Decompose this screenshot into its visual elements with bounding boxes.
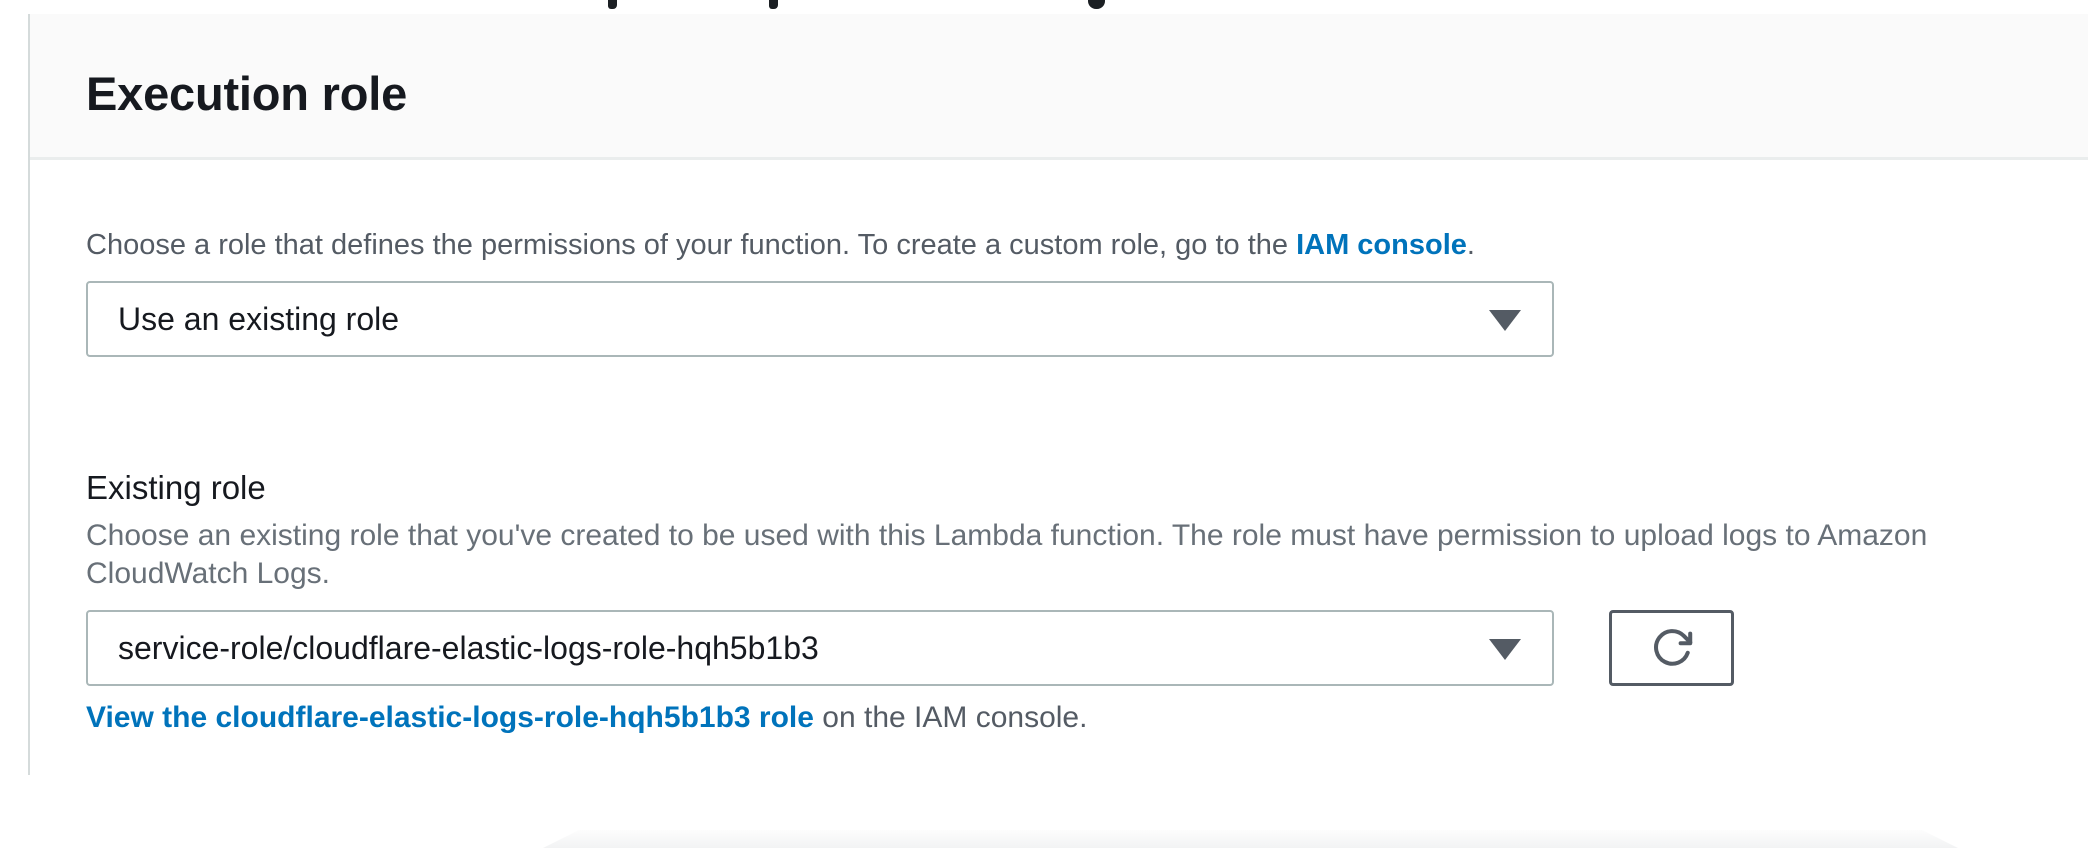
view-role-link[interactable]: View the cloudflare-elastic-logs-role-hq…	[86, 701, 814, 734]
view-role-line: View the cloudflare-elastic-logs-role-hq…	[86, 701, 1087, 735]
execution-role-section-header: Execution role	[30, 14, 2088, 160]
next-section-top-edge	[543, 830, 1958, 848]
chevron-down-icon	[1489, 310, 1521, 331]
clipped-text-fragment	[1088, 0, 1105, 9]
help-text-suffix: .	[1466, 229, 1475, 261]
view-role-suffix: on the IAM console.	[813, 701, 1088, 734]
iam-console-link[interactable]: IAM console	[1296, 229, 1467, 261]
clipped-text-fragment	[608, 0, 617, 9]
existing-role-label: Existing role	[86, 469, 266, 506]
existing-role-select[interactable]: service-role/cloudflare-elastic-logs-rol…	[86, 610, 1554, 686]
role-source-select[interactable]: Use an existing role	[86, 281, 1554, 357]
role-source-help-text: Choose a role that defines the permissio…	[86, 229, 1475, 262]
role-source-select-value: Use an existing role	[118, 300, 400, 337]
panel-left-border	[28, 14, 30, 775]
existing-role-description: Choose an existing role that you've crea…	[86, 519, 1928, 590]
chevron-down-icon	[1489, 639, 1521, 660]
clipped-text-fragment	[769, 0, 778, 9]
help-text: Choose a role that defines the permissio…	[86, 229, 1297, 261]
existing-role-select-value: service-role/cloudflare-elastic-logs-rol…	[118, 629, 819, 666]
section-title: Execution role	[86, 67, 408, 120]
refresh-roles-button[interactable]	[1609, 610, 1734, 686]
refresh-icon	[1649, 625, 1695, 671]
